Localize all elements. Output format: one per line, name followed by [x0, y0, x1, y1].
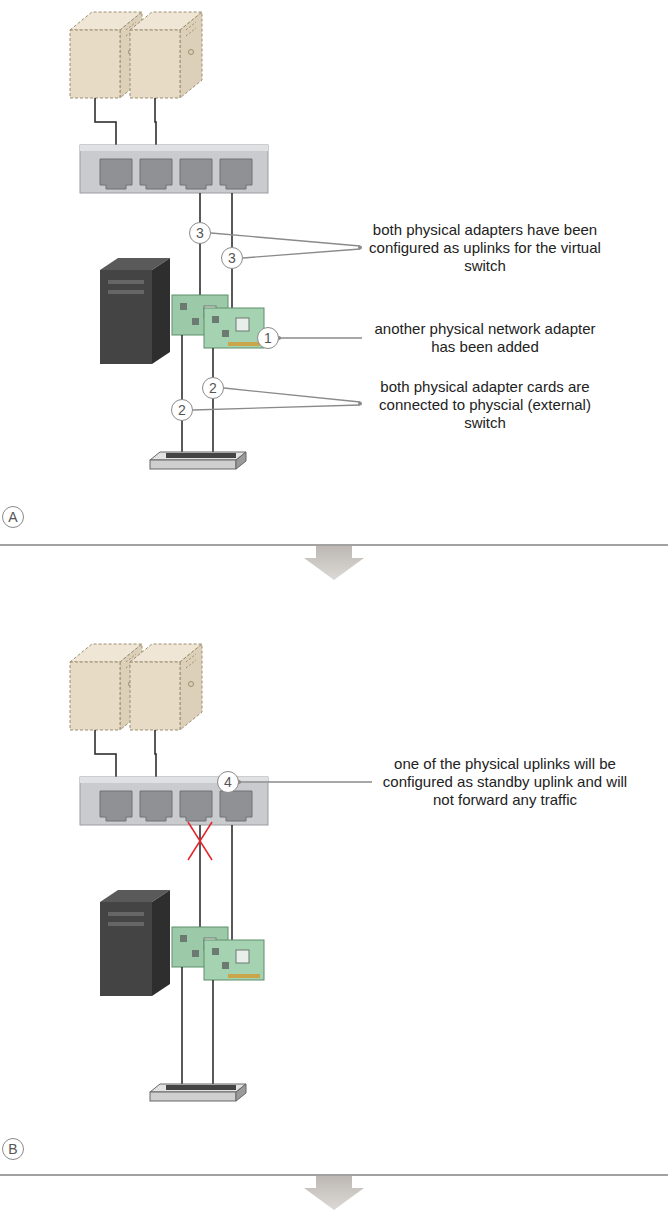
callout-number: 3	[221, 247, 243, 269]
callout-text: B	[8, 1142, 17, 1156]
callout-text: 3	[196, 226, 204, 240]
callout-number: 2	[202, 377, 224, 399]
callout-text: 2	[178, 403, 186, 417]
callout-text: A	[8, 510, 17, 524]
callout-text: 2	[209, 381, 217, 395]
annotation-text: another physical network adapter has bee…	[365, 320, 605, 356]
annotation-text: one of the physical uplinks will be conf…	[380, 755, 630, 809]
panel-letter: B	[2, 1138, 24, 1160]
annotation-text: both physical adapters have been configu…	[365, 221, 605, 275]
callout-text: 4	[224, 775, 232, 789]
callout-number: 4	[217, 771, 239, 793]
annotation-text: both physical adapter cards are connecte…	[365, 378, 605, 432]
callout-number: 2	[171, 399, 193, 421]
callout-text: 1	[264, 331, 272, 345]
callout-text: 3	[228, 251, 236, 265]
callout-number: 3	[189, 222, 211, 244]
panel-letter: A	[2, 506, 24, 528]
callout-number: 1	[257, 327, 279, 349]
